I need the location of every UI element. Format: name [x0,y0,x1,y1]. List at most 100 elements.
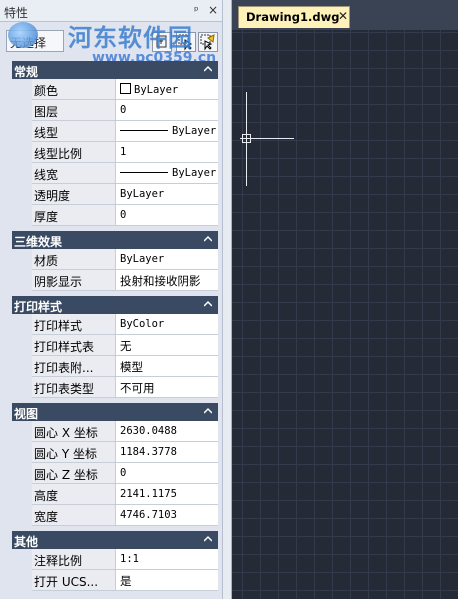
property-value[interactable]: 4746.7103 [116,505,218,526]
chevron-up-icon [204,65,212,72]
quick-select-icon [200,34,215,51]
property-row[interactable]: 打开 UCS...是 [12,570,218,591]
select-objects-button[interactable] [176,32,196,52]
property-value-text: 是 [120,574,132,588]
property-label: 圆心 X 坐标 [32,421,116,442]
close-icon[interactable]: ✕ [338,9,349,23]
property-value[interactable]: 投射和接收阴影 [116,270,218,291]
property-label: 线宽 [32,163,116,184]
quick-select-button[interactable] [198,32,218,52]
property-value[interactable]: 1:1 [116,549,218,570]
chevron-up-icon [204,235,212,242]
pickadd-icon [156,35,167,48]
property-value[interactable]: ByLayer [116,79,218,100]
property-label: 材质 [32,249,116,270]
property-value[interactable]: 1184.3778 [116,442,218,463]
tab-drawing1[interactable] [238,6,350,28]
property-value-text: ByLayer [120,253,165,265]
close-icon[interactable]: × [208,3,219,17]
property-value[interactable]: 0 [116,205,218,226]
property-label: 注释比例 [32,549,116,570]
property-row[interactable]: 线型比例 1 [12,142,218,163]
row-indent [12,205,32,226]
property-value[interactable]: 是 [116,570,218,591]
property-value[interactable]: 2141.1175 [116,484,218,505]
row-indent [12,79,32,100]
property-value[interactable]: 无 [116,335,218,356]
section-title: 其他 [14,535,39,549]
palette-titlebar[interactable] [0,0,222,22]
crosshair-vertical [246,92,247,186]
property-label: 线型比例 [32,142,116,163]
property-label: 线型 [32,121,116,142]
property-value-text: ByLayer [120,188,165,200]
property-value[interactable]: 0 [116,463,218,484]
property-row[interactable]: 打印样式表无 [12,335,218,356]
section-header[interactable]: 视图 [12,403,218,421]
row-indent [12,335,32,356]
row-indent [12,270,32,291]
property-value-text: 0 [120,467,127,479]
tab-label: Drawing1.dwg [246,10,340,24]
watermark-text: 河东软件园 [68,23,193,52]
property-row[interactable]: 阴影显示投射和接收阴影 [12,270,218,291]
section-header[interactable]: 三维效果 [12,231,218,249]
property-row[interactable]: 打印表附...模型 [12,356,218,377]
row-indent [12,549,32,570]
section-header[interactable]: 打印样式 [12,296,218,314]
property-label: 圆心 Y 坐标 [32,442,116,463]
pin-icon[interactable]: ᵖ [194,4,199,17]
row-indent [12,100,32,121]
property-value[interactable]: ByLayer [116,163,218,184]
row-indent [12,442,32,463]
section-header[interactable]: 常规 [12,61,218,79]
property-value[interactable]: ByLayer [116,184,218,205]
section-header[interactable]: 其他 [12,531,218,549]
row-indent [12,314,32,335]
property-value[interactable]: 1 [116,142,218,163]
property-value[interactable]: 不可用 [116,377,218,398]
property-value[interactable]: ByColor [116,314,218,335]
property-label: 阴影显示 [32,270,116,291]
linetype-preview-icon [120,130,168,131]
row-indent [12,377,32,398]
row-indent [12,142,32,163]
row-indent [12,421,32,442]
property-value[interactable]: ByLayer [116,249,218,270]
palette-scrollbar[interactable] [222,0,232,599]
select-cursor-icon [178,34,193,51]
crosshair-horizontal [240,138,294,139]
watermark-logo [8,22,38,48]
row-indent [12,505,32,526]
toggle-pickadd-button[interactable] [152,32,172,52]
property-label: 高度 [32,484,116,505]
property-value-text: 1 [120,146,127,158]
property-value[interactable]: ByLayer [116,121,218,142]
property-value[interactable]: 0 [116,100,218,121]
properties-palette: 特性 ᵖ × 无选择 河东软件园 www.pc0359.cn 常规颜色ByLay… [0,0,222,599]
property-row[interactable]: 材质 ByLayer [12,249,218,270]
property-value-text: 不可用 [120,381,155,395]
section-title: 三维效果 [14,235,63,249]
row-indent [12,484,32,505]
property-value[interactable]: 模型 [116,356,218,377]
drawing-canvas[interactable] [232,30,458,599]
property-row[interactable]: 打印表类型不可用 [12,377,218,398]
row-indent [12,184,32,205]
property-value[interactable]: 2630.0488 [116,421,218,442]
section-title: 打印样式 [14,300,63,314]
property-value-text: ByColor [120,318,165,330]
